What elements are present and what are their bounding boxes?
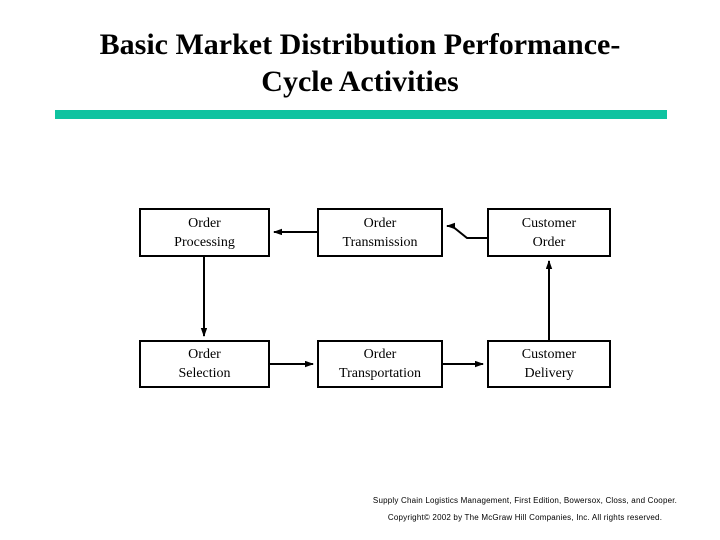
page-title-line-1: Basic Market Distribution Performance-: [99, 28, 621, 61]
source-credit: Supply Chain Logistics Management, First…: [360, 492, 690, 526]
node-customer-delivery[interactable]: Customer Delivery: [487, 340, 611, 388]
node-order-transportation-line-2: Transportation: [339, 366, 421, 381]
node-order-transmission[interactable]: Order Transmission: [317, 208, 443, 257]
node-order-processing-line-1: Order: [188, 215, 221, 231]
node-customer-order-line-1: Customer: [521, 215, 577, 231]
node-order-transportation-line-1: Order: [363, 347, 397, 362]
node-order-processing[interactable]: Order Processing: [139, 208, 270, 257]
node-order-transmission-line-1: Order: [363, 215, 397, 231]
node-order-selection-line-1: Order: [188, 347, 221, 362]
title-accent-rule: [55, 110, 667, 119]
page-title-line-2: Cycle Activities: [261, 65, 459, 98]
node-customer-order[interactable]: Customer Order: [487, 208, 611, 257]
node-order-selection[interactable]: Order Selection: [139, 340, 270, 388]
node-order-transmission-line-2: Transmission: [342, 234, 418, 250]
source-credit-line-1: Supply Chain Logistics Management, First…: [372, 496, 678, 505]
node-customer-order-line-2: Order: [532, 234, 566, 250]
node-customer-delivery-line-2: Delivery: [524, 366, 574, 381]
node-customer-delivery-line-1: Customer: [521, 347, 577, 362]
page-title: Basic Market Distribution Performance- C…: [40, 26, 680, 100]
node-order-transportation[interactable]: Order Transportation: [317, 340, 443, 388]
node-order-selection-line-2: Selection: [178, 366, 231, 381]
arrow-customer-order-to-transmission: [446, 222, 487, 239]
copyright-notice: Copyright© 2002 by The McGraw Hill Compa…: [387, 513, 663, 522]
node-order-processing-line-2: Processing: [174, 234, 235, 250]
